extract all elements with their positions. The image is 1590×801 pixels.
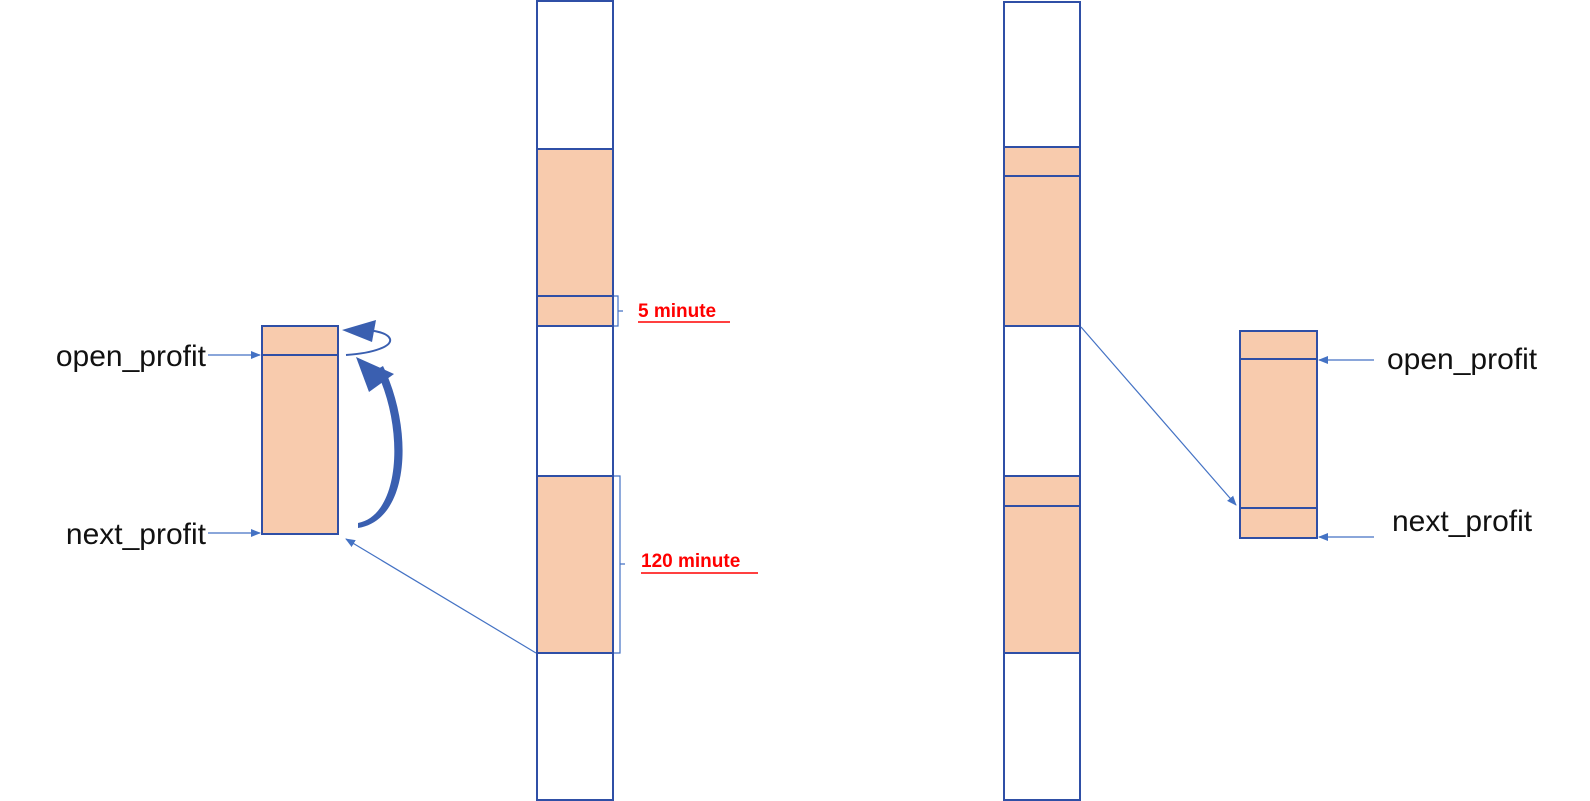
left-open-profit-label: open_profit <box>56 340 207 373</box>
middle-to-left-arrow <box>345 538 537 654</box>
right-next-profit-label: next_profit <box>1392 505 1533 538</box>
loop-arrow-icon <box>342 320 392 356</box>
left-profit-block <box>261 325 339 535</box>
short-interval-label: 5 minute <box>638 301 716 322</box>
right-profit-block <box>1239 330 1318 539</box>
right-column-to-block-arrow <box>1080 326 1237 506</box>
right-timeline-column <box>1003 1 1081 801</box>
short-interval-brace <box>614 295 623 327</box>
middle-timeline-column <box>536 0 614 801</box>
curved-arrow-icon <box>356 357 403 528</box>
long-interval-brace <box>614 475 625 654</box>
left-next-profit-label: next_profit <box>66 518 207 551</box>
long-interval-label: 120 minute <box>641 551 740 572</box>
right-open-profit-label: open_profit <box>1387 343 1538 376</box>
